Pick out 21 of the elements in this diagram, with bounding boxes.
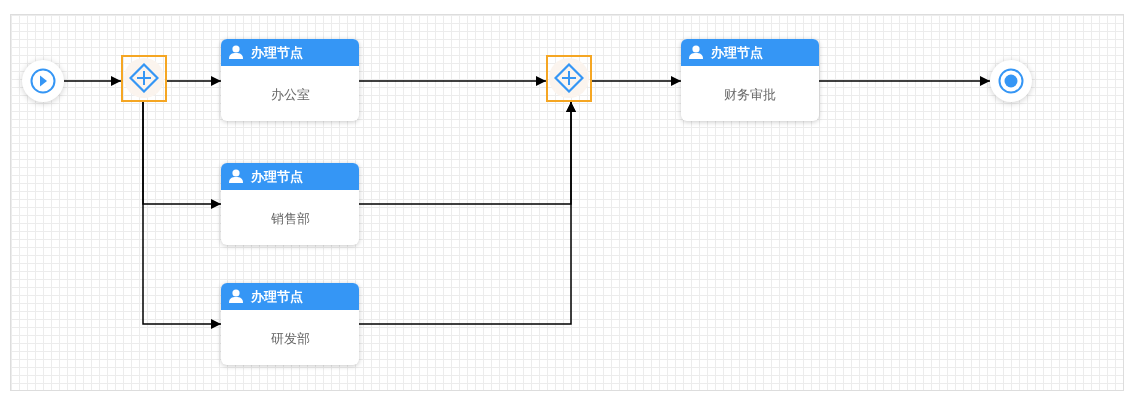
task-card (221, 163, 359, 245)
task-card (221, 39, 359, 121)
card-title: 办理节点 (251, 168, 303, 186)
arrow (358, 101, 576, 325)
task-name: 财务审批 (724, 87, 776, 102)
arrow (142, 101, 222, 329)
task-name: 研发部 (270, 331, 310, 346)
arrow (358, 76, 547, 86)
parallel-gateway (121, 55, 167, 102)
arrow (591, 76, 682, 86)
card-title: 办理节点 (251, 288, 303, 306)
card-title: 办理节点 (711, 44, 763, 62)
arrow (63, 76, 122, 86)
task-name: 办公室 (270, 87, 310, 102)
task-card (221, 283, 359, 365)
card-title: 办理节点 (251, 44, 303, 62)
task-card (681, 39, 819, 121)
arrow (818, 76, 991, 86)
parallel-gateway (546, 55, 592, 102)
arrow (166, 76, 222, 86)
task-name: 销售部 (270, 211, 310, 226)
